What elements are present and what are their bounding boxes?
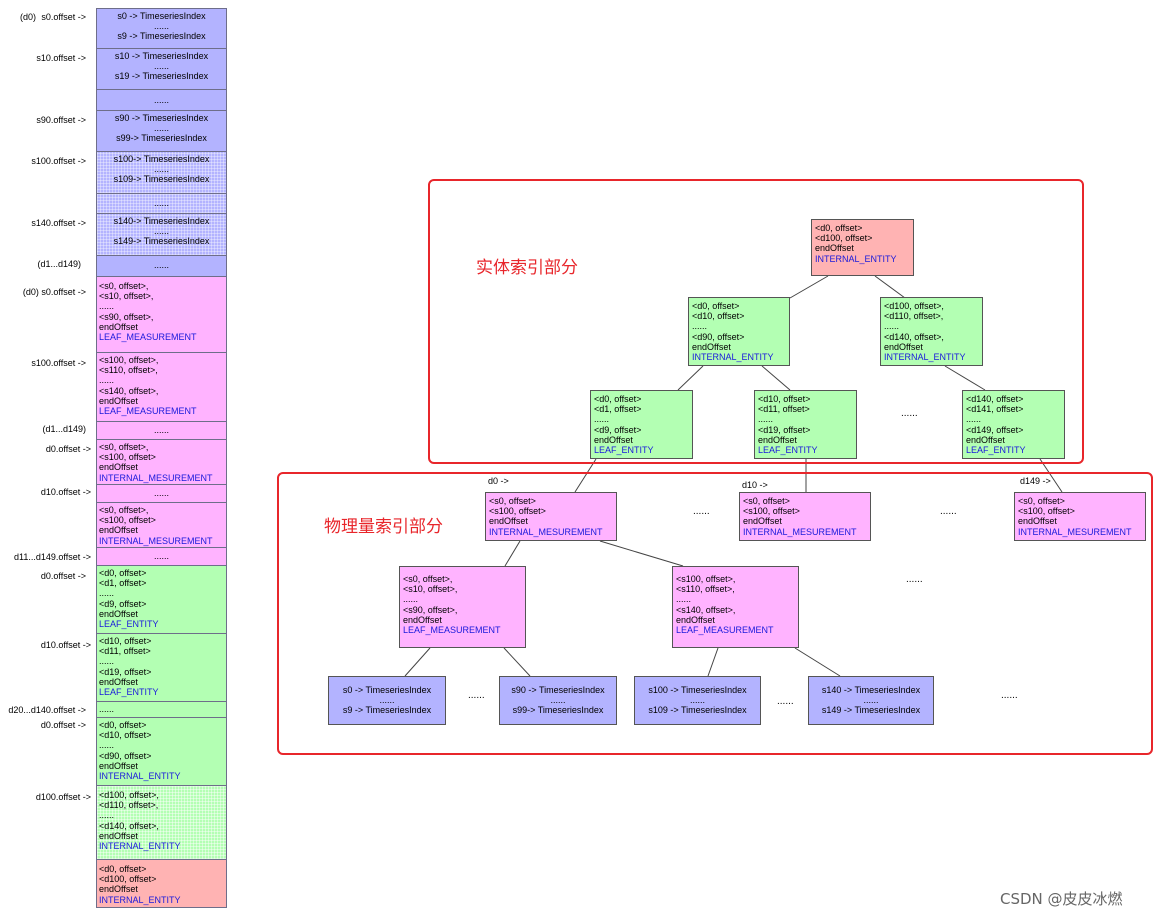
entity-leaf-ellipsis: ......: [901, 408, 918, 419]
measurement-root-ellipsis: ......: [940, 506, 957, 517]
entity-leaf-node: <d10, offset><d11, offset>......<d19, of…: [754, 390, 857, 459]
timeseries-index-block: s90 -> TimeseriesIndex......s99-> Timese…: [499, 676, 617, 725]
device-pointer-label: d10 ->: [742, 480, 768, 490]
file-block-ellipsis: ......: [96, 702, 227, 718]
label-offset: s100.offset ->: [31, 156, 86, 166]
label-offset: d0.offset ->: [40, 571, 86, 581]
file-block-timeseries: s10 -> TimeseriesIndex......s19 -> Times…: [96, 49, 227, 90]
file-block-leaf-entity: <d0, offset><d1, offset>......<d9, offse…: [96, 566, 227, 634]
file-block-timeseries: s0 -> TimeseriesIndex......s9 -> Timeser…: [96, 8, 227, 49]
measurement-section-title: 物理量索引部分: [324, 517, 443, 537]
file-block-ellipsis: ......: [96, 548, 227, 566]
timeseries-ellipsis: ......: [1001, 690, 1018, 701]
file-block-leaf-entity: <d10, offset><d11, offset>......<d19, of…: [96, 634, 227, 702]
file-block-internal-entity: <d100, offset>,<d110, offset>,......<d14…: [96, 786, 227, 860]
file-block-leaf-measurement: <s100, offset>,<s110, offset>, ......<s1…: [96, 353, 227, 422]
timeseries-index-block: s100 -> TimeseriesIndex......s109 -> Tim…: [634, 676, 761, 725]
timeseries-index-block: s0 -> TimeseriesIndex......s9 -> Timeser…: [328, 676, 446, 725]
timeseries-ellipsis: ......: [777, 696, 794, 707]
watermark: CSDN @皮皮冰燃: [1000, 890, 1123, 908]
label-offset: s100.offset ->: [31, 358, 86, 368]
file-block-ellipsis: ......: [96, 256, 227, 277]
entity-leaf-node: <d140, offset><d141, offset>......<d149,…: [962, 390, 1065, 459]
timeseries-index-block: s140 -> TimeseriesIndex......s149 -> Tim…: [808, 676, 934, 725]
label-offset: d0.offset ->: [45, 444, 91, 454]
label-offset: d0.offset ->: [40, 720, 86, 730]
label-offset: (d0) s0.offset ->: [22, 287, 86, 297]
label-offset: s10.offset ->: [36, 53, 86, 63]
file-block-ellipsis: ......: [96, 90, 227, 111]
file-block-ellipsis: ......: [96, 485, 227, 503]
entity-leaf-node: <d0, offset><d1, offset>......<d9, offse…: [590, 390, 693, 459]
measurement-section-frame: [277, 472, 1153, 755]
file-block-timeseries: s100-> TimeseriesIndex......s109-> Times…: [96, 152, 227, 194]
label-offset: d11...d149.offset ->: [14, 552, 91, 562]
label-offset: s0.offset ->: [41, 12, 86, 22]
entity-internal-node: <d100, offset>,<d110, offset>,......<d14…: [880, 297, 983, 366]
measurement-root-ellipsis: ......: [693, 506, 710, 517]
measurement-leaf-node: <s100, offset>,<s110, offset>, ......<s1…: [672, 566, 799, 648]
file-block-timeseries: s140-> TimeseriesIndex......s149-> Times…: [96, 214, 227, 256]
label-d0: (d0): [19, 12, 36, 22]
label-range: (d1...d149): [37, 259, 81, 269]
device-pointer-label: d0 ->: [488, 476, 509, 486]
device-pointer-label: d149 ->: [1020, 476, 1051, 486]
label-offset: d10.offset ->: [40, 487, 91, 497]
entity-section-frame: [428, 179, 1084, 464]
label-offset: d100.offset ->: [35, 792, 91, 802]
label-range: (d1...d149): [42, 424, 86, 434]
measurement-leaf-ellipsis: ......: [906, 574, 923, 585]
file-block-timeseries: s90 -> TimeseriesIndex......s99-> Timese…: [96, 111, 227, 152]
entity-section-title: 实体索引部分: [476, 258, 578, 278]
entity-internal-node: <d0, offset><d10, offset>......<d90, off…: [688, 297, 790, 366]
file-block-ellipsis: ......: [96, 422, 227, 440]
file-block-internal-entity: <d0, offset><d10, offset>......<d90, off…: [96, 718, 227, 786]
label-offset: s140.offset ->: [31, 218, 86, 228]
file-block-ellipsis: ......: [96, 194, 227, 214]
measurement-leaf-node: <s0, offset>,<s10, offset>, ......<s90, …: [399, 566, 526, 648]
label-offset: d10.offset ->: [40, 640, 91, 650]
label-offset: s90.offset ->: [36, 115, 86, 125]
timeseries-ellipsis: ......: [468, 690, 485, 701]
file-block-leaf-measurement: <s0, offset>,<s10, offset>, ......<s90, …: [96, 277, 227, 353]
label-offset: d20...d140.offset ->: [8, 705, 86, 715]
